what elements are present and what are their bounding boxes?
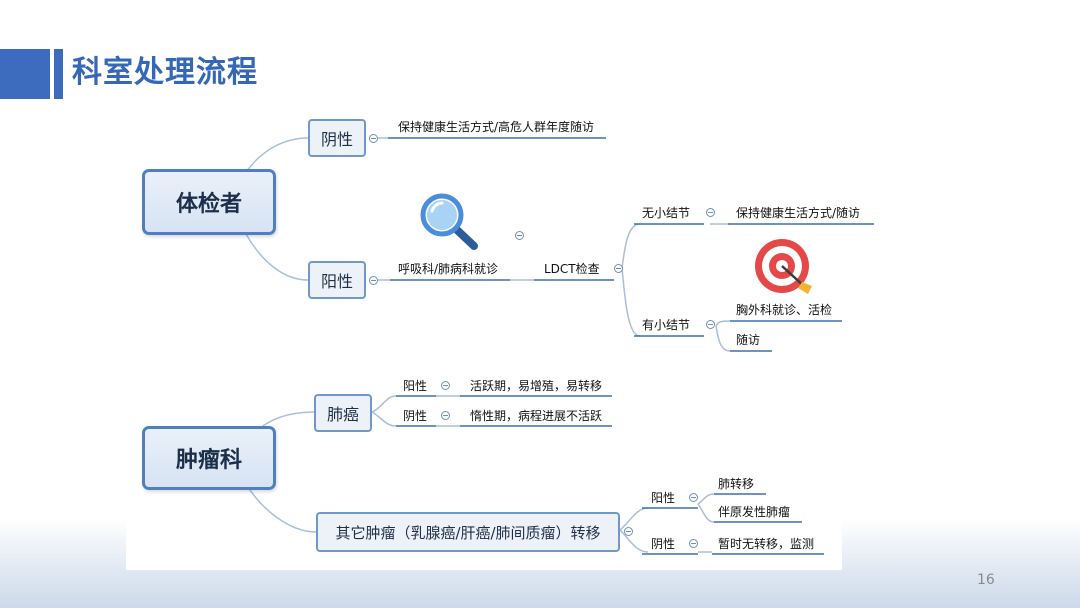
lung-negative-note: 惰性期，病程进展不活跃	[470, 409, 603, 423]
lung-negative-text: 阴性	[403, 409, 428, 423]
collapse-nodule-icon[interactable]	[706, 320, 715, 329]
link-other-to-positive	[619, 507, 649, 531]
collapse-exam-icon[interactable]	[614, 264, 623, 273]
link-root-to-other-tumors	[245, 483, 317, 533]
other-negative-text: 阴性	[651, 537, 676, 551]
nodule-biopsy-text: 胸外科就诊、活检	[736, 303, 833, 317]
node-lung-cancer[interactable]: 肺癌	[314, 394, 372, 432]
nodule-text: 有小结节	[642, 318, 691, 332]
monitor-text: 暂时无转移，监测	[718, 537, 815, 551]
collapse-other-negative-icon[interactable]	[689, 539, 698, 548]
root-node-checkup[interactable]: 体检者	[142, 169, 276, 235]
slide-title: 科室处理流程	[72, 55, 258, 90]
link-pos2-to-primary	[697, 503, 715, 523]
collapse-positive-icon[interactable]	[369, 276, 378, 285]
no-nodule-text: 无小结节	[642, 206, 691, 220]
node-positive[interactable]: 阳性	[308, 261, 366, 299]
magnifier-icon	[420, 193, 478, 250]
link-exam-to-no-nodule	[621, 223, 641, 269]
referral-text: 呼吸科/肺病科就诊	[398, 262, 499, 276]
node-other-tumors[interactable]: 其它肿瘤（乳腺癌/肝癌/肺间质瘤）转移	[316, 512, 620, 552]
metastasis-text: 肺转移	[718, 477, 755, 491]
link-other-to-negative	[619, 529, 649, 553]
link-root-to-negative	[245, 137, 309, 173]
negative-action-text: 保持健康生活方式/高危人群年度随访	[398, 120, 595, 134]
collapse-other-positive-icon[interactable]	[689, 493, 698, 502]
link-nodule-to-followup	[715, 325, 731, 352]
page-number: 16	[977, 572, 995, 588]
no-nodule-action-text: 保持健康生活方式/随访	[736, 206, 861, 220]
target-icon	[755, 239, 812, 294]
primary-tumor-text: 伴原发性肺瘤	[718, 505, 791, 519]
collapse-lung-positive-icon[interactable]	[441, 381, 450, 390]
node-negative[interactable]: 阴性	[308, 119, 366, 157]
collapse-referral-icon[interactable]	[515, 231, 524, 240]
other-positive-text: 阳性	[651, 491, 676, 505]
link-root-to-positive	[245, 233, 309, 281]
link-pos2-to-metastasis	[697, 493, 715, 505]
root-node-oncology[interactable]: 肿瘤科	[142, 426, 276, 490]
lung-positive-note: 活跃期，易增殖，易转移	[470, 379, 603, 393]
link-lung-to-positive	[371, 395, 397, 413]
collapse-lung-negative-icon[interactable]	[441, 411, 450, 420]
title-accent-block	[0, 49, 50, 99]
collapse-other-tumors-icon[interactable]	[624, 527, 633, 536]
link-exam-to-nodule	[621, 267, 641, 337]
lung-positive-text: 阳性	[403, 379, 428, 393]
collapse-negative-icon[interactable]	[369, 134, 378, 143]
exam-text: LDCT检查	[544, 262, 600, 276]
link-lung-to-negative	[371, 411, 397, 427]
title-accent-stripe	[54, 49, 63, 99]
collapse-no-nodule-icon[interactable]	[706, 208, 715, 217]
nodule-followup-text: 随访	[736, 333, 761, 347]
link-nodule-to-biopsy	[715, 320, 731, 327]
